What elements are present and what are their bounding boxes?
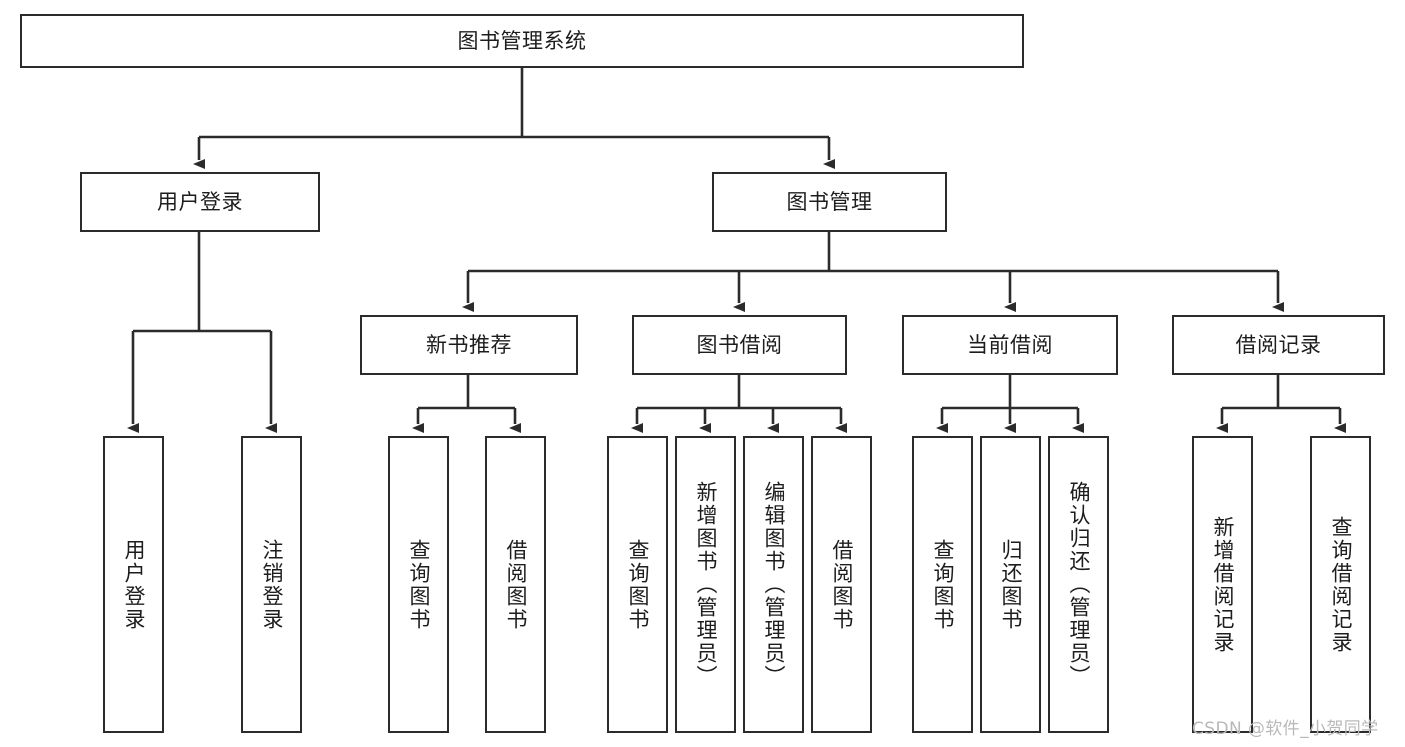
node-new-book-recommend[interactable]: 新书推荐 — [360, 315, 578, 375]
node-label: 确认归还（管理员） — [1067, 481, 1091, 688]
leaf-new-book-borrow-book[interactable]: 借阅图书 — [485, 436, 546, 733]
node-label: 查询图书 — [931, 538, 955, 631]
node-label: 归还图书 — [999, 538, 1023, 631]
node-book-management[interactable]: 图书管理 — [712, 172, 947, 232]
leaf-current-borrow-query-book[interactable]: 查询图书 — [912, 436, 973, 733]
leaf-new-book-query-book[interactable]: 查询图书 — [388, 436, 449, 733]
node-label: 借阅图书 — [830, 538, 854, 631]
node-label: 用户登录 — [122, 538, 146, 631]
node-label: 新书推荐 — [426, 332, 512, 357]
node-root-book-management-system[interactable]: 图书管理系统 — [20, 14, 1024, 68]
node-book-borrow[interactable]: 图书借阅 — [632, 315, 847, 375]
leaf-borrow-record-add-record[interactable]: 新增借阅记录 — [1192, 436, 1253, 733]
leaf-book-borrow-edit-book-admin[interactable]: 编辑图书（管理员） — [743, 436, 804, 733]
node-label: 当前借阅 — [967, 332, 1053, 357]
node-label: 查询图书 — [626, 538, 650, 631]
node-label: 借阅记录 — [1235, 332, 1322, 357]
node-borrow-record[interactable]: 借阅记录 — [1172, 315, 1385, 375]
node-label: 图书借阅 — [696, 332, 783, 357]
node-label: 查询借阅记录 — [1329, 515, 1353, 654]
node-label: 用户登录 — [157, 189, 243, 214]
leaf-current-borrow-return-book[interactable]: 归还图书 — [980, 436, 1041, 733]
leaf-book-borrow-add-book-admin[interactable]: 新增图书（管理员） — [675, 436, 736, 733]
node-label: 编辑图书（管理员） — [762, 481, 786, 688]
node-label: 图书管理 — [786, 189, 873, 214]
node-current-borrow[interactable]: 当前借阅 — [902, 315, 1118, 375]
csdn-watermark: CSDN @软件_小贺同学 — [1192, 719, 1379, 739]
node-label: 新增图书（管理员） — [694, 481, 718, 688]
node-label: 借阅图书 — [504, 538, 528, 631]
leaf-book-borrow-query-book[interactable]: 查询图书 — [607, 436, 668, 733]
node-label: 注销登录 — [260, 538, 284, 631]
node-label: 查询图书 — [407, 538, 431, 631]
node-user-login[interactable]: 用户登录 — [80, 172, 320, 232]
node-label: 图书管理系统 — [457, 28, 587, 53]
leaf-book-borrow-borrow-book[interactable]: 借阅图书 — [811, 436, 872, 733]
leaf-user-login-logout[interactable]: 注销登录 — [241, 436, 302, 733]
leaf-current-borrow-confirm-return-admin[interactable]: 确认归还（管理员） — [1048, 436, 1109, 733]
leaf-user-login-do-login[interactable]: 用户登录 — [103, 436, 164, 733]
node-label: 新增借阅记录 — [1211, 515, 1235, 654]
leaf-borrow-record-query-record[interactable]: 查询借阅记录 — [1310, 436, 1371, 733]
